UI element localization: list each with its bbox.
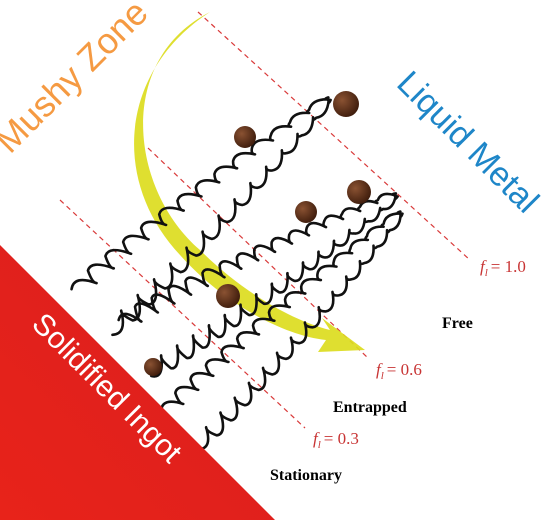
- fraction-line-1: [197, 11, 471, 261]
- dendrites: [70, 96, 404, 451]
- particle-icon: [347, 180, 371, 204]
- zone-stationary-label: Stationary: [270, 467, 342, 484]
- dendrite-upper-edge: [111, 98, 332, 337]
- dendrite-lower-icon: [159, 210, 404, 451]
- particles: [144, 91, 371, 376]
- particle-icon: [295, 201, 317, 223]
- fraction-lines: [59, 11, 471, 429]
- particle-icon: [333, 91, 359, 117]
- fraction-line-3: [59, 199, 306, 429]
- particle-icon: [216, 284, 240, 308]
- zone-free-label: Free: [442, 315, 473, 332]
- dendrite-middle-icon: [117, 192, 399, 378]
- mushy-zone-label: Mushy Zone: [0, 0, 156, 161]
- fraction-label-1: fl= 1.0: [480, 257, 526, 279]
- dendrite-lower-edge: [117, 192, 398, 323]
- dendrite-upper-edge: [197, 212, 404, 451]
- particle-icon: [234, 126, 256, 148]
- dendrite-lower-edge: [70, 96, 330, 291]
- dendrite-lower-edge: [159, 210, 402, 413]
- flow-arrow-icon: [134, 12, 365, 352]
- fraction-line-2: [147, 147, 369, 359]
- solidified-ingot-region: [0, 245, 275, 520]
- dendrite-upper-icon: [70, 96, 332, 337]
- fraction-label-3: fl= 0.3: [313, 429, 359, 451]
- particle-icon: [144, 358, 162, 376]
- fraction-label-2: fl= 0.6: [376, 360, 422, 382]
- zone-entrapped-label: Entrapped: [333, 399, 407, 416]
- dendrite-upper-edge: [150, 194, 399, 378]
- liquid-metal-label: Liquid Metal: [390, 64, 547, 221]
